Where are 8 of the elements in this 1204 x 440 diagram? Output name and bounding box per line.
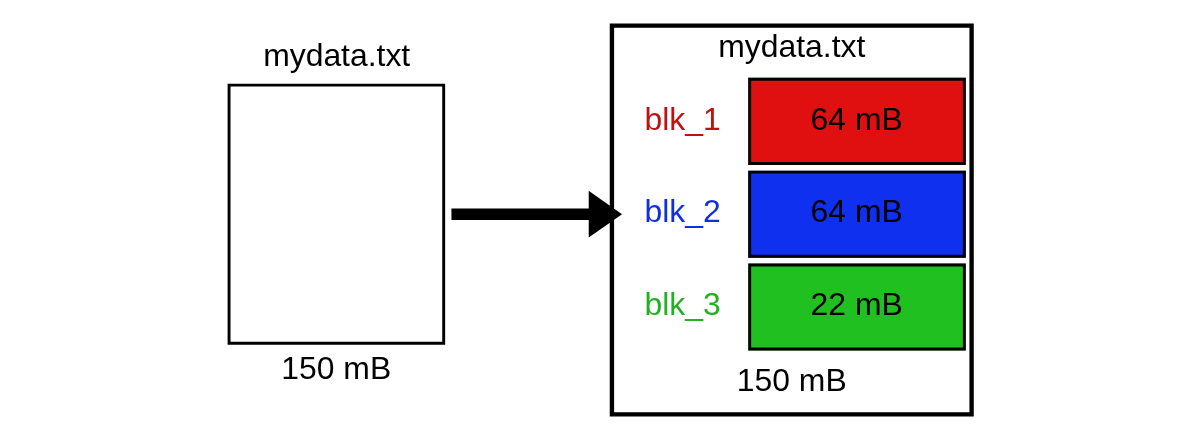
node-label: 150 mB <box>736 361 847 398</box>
node-label: blk_3 <box>644 286 721 323</box>
node-label: blk_2 <box>644 193 721 230</box>
node-label: blk_1 <box>644 100 721 137</box>
node-label: mydata.txt <box>262 36 410 73</box>
node-label: 150 mB <box>280 349 391 386</box>
arrow <box>450 190 622 238</box>
node-box <box>227 83 445 345</box>
